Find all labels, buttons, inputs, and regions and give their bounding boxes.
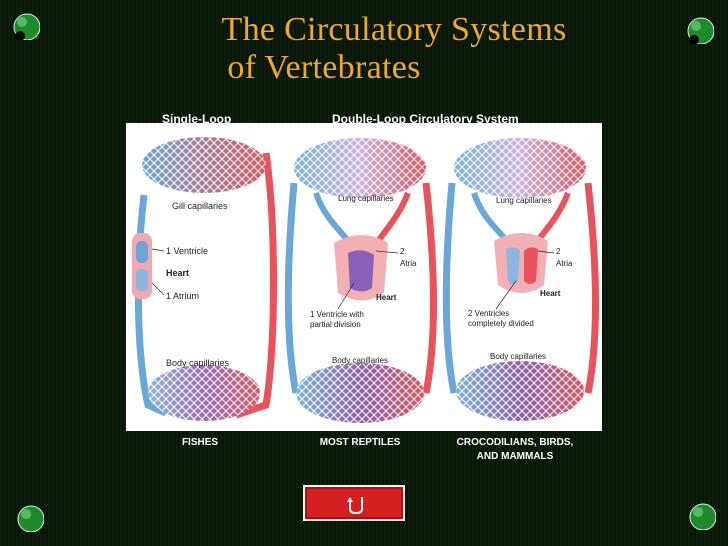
reptile-double-loop: Lung capillaries 2 Atria Heart 1 Ventric… — [284, 138, 437, 423]
mammal-body-capillaries-label: Body capillaries — [490, 352, 546, 361]
return-nav-button[interactable] — [303, 485, 405, 521]
mammal-atria-label: Atria — [556, 259, 573, 268]
circulatory-diagram: Gill capillaries 1 Ventricle Heart 1 Atr… — [132, 137, 599, 423]
double-loop-header: Double-Loop Circulatory System — [332, 112, 519, 126]
mammal-ventricle-line2: completely divided — [468, 319, 534, 328]
fish-gill-capillaries-label: Gill capillaries — [172, 201, 228, 211]
fish-ventricle-label: 1 Ventricle — [166, 246, 208, 256]
single-loop-header: Single-Loop — [162, 112, 232, 126]
corner-ornament-top-right — [687, 17, 714, 44]
fish-heart-label: Heart — [166, 268, 189, 278]
corner-ornament-bottom-left — [17, 505, 44, 532]
mammal-lung-capillaries-label: Lung capillaries — [496, 196, 552, 205]
caption-birds-line1: CROCODILIANS, BIRDS, — [456, 437, 574, 448]
corner-ornament-top-left — [13, 13, 40, 40]
slide-title-line1: The Circulatory Systems — [221, 11, 567, 48]
mammal-ventricle-line1: 2 Ventricles — [468, 309, 509, 318]
reptile-atria-label: Atria — [400, 259, 417, 268]
caption-fishes: FISHES — [181, 437, 219, 448]
reptile-ventricle-line1: 1 Ventricle with — [310, 310, 364, 319]
reptile-atria-number: 2 — [400, 247, 405, 256]
mammal-heart-label: Heart — [540, 289, 561, 298]
fish-atrium-label: 1 Atrium — [166, 291, 199, 301]
reptile-body-capillaries-label: Body capillaries — [332, 356, 388, 365]
slide-title-line2: of Vertebrates — [227, 49, 421, 86]
mammal-atria-number: 2 — [556, 247, 561, 256]
fish-single-loop: Gill capillaries 1 Ventricle Heart 1 Atr… — [132, 137, 277, 421]
fish-body-capillaries-label: Body capillaries — [166, 358, 230, 368]
mammal-double-loop: Lung capillaries 2 Atria Heart 2 Ventric… — [442, 138, 599, 421]
reptile-ventricle-line2: partial division — [310, 320, 361, 329]
corner-ornament-bottom-right — [689, 503, 716, 530]
circulatory-diagram-panel: Gill capillaries 1 Ventricle Heart 1 Atr… — [126, 123, 602, 431]
u-turn-arrow-icon — [347, 497, 363, 515]
reptile-heart-label: Heart — [376, 293, 397, 302]
caption-reptiles: MOST REPTILES — [319, 437, 401, 448]
caption-birds-line2: AND MAMMALS — [476, 451, 554, 462]
reptile-lung-capillaries-label: Lung capillaries — [338, 194, 394, 203]
